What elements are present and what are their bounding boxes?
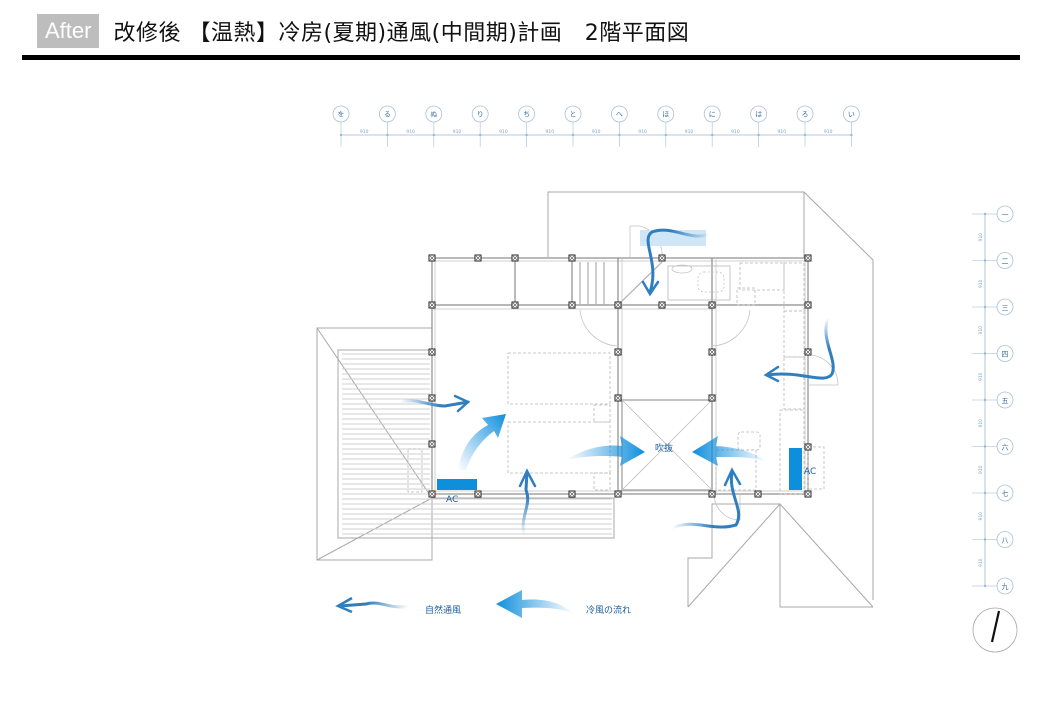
ac-label-right: AC bbox=[804, 467, 816, 477]
grid-bubble-col bbox=[703, 105, 721, 123]
title-rule bbox=[22, 55, 1020, 60]
grid-label-row: 八 bbox=[1002, 537, 1009, 545]
legend: 自然通風 冷風の流れ bbox=[335, 590, 631, 618]
natural-ventilation-arrows bbox=[398, 228, 835, 537]
legend-natural-label: 自然通風 bbox=[425, 604, 461, 616]
grid-span-label: 910 bbox=[978, 279, 984, 288]
roof-outlines bbox=[316, 191, 874, 608]
grid-label-col: ち bbox=[523, 111, 530, 119]
grid-label-col: い bbox=[848, 111, 855, 119]
grid-label-row: 六 bbox=[1002, 443, 1009, 452]
grid-bubble-row bbox=[996, 577, 1014, 595]
grid-bubble-row bbox=[996, 298, 1014, 316]
grid-label-col: と bbox=[570, 111, 577, 119]
grid-label-row: 二 bbox=[1002, 258, 1009, 266]
grid-label-col: を bbox=[338, 111, 345, 119]
nat-arrow-north bbox=[646, 228, 708, 294]
nat-arrow-south-center bbox=[521, 470, 530, 537]
grid-label-row: 三 bbox=[1002, 304, 1009, 312]
grid-span-label: 910 bbox=[978, 465, 984, 474]
furniture bbox=[407, 262, 825, 495]
grid-span-label: 910 bbox=[546, 129, 555, 135]
column-grid: を 910 る 910 ぬ 910 り 910 ち 910 と 910 へ 910 ほ 910 に 910 は 910… bbox=[332, 105, 860, 147]
grid-bubble-row bbox=[996, 438, 1014, 455]
cool-air-arrows bbox=[458, 414, 768, 470]
grid-bubble-col bbox=[564, 105, 582, 123]
ac-label-left: AC bbox=[446, 495, 458, 505]
grid-span-label: 910 bbox=[453, 129, 462, 135]
nat-arrow-east bbox=[766, 316, 835, 380]
grid-label-col: ほ bbox=[662, 111, 669, 119]
row-grid: 一 910 二 910 三 910 四 910 五 910 六 910 七 910 八 910 九 bbox=[972, 205, 1014, 595]
grid-label-col: り bbox=[477, 111, 484, 119]
grid-bubble-col bbox=[611, 105, 628, 123]
grid-span-label: 910 bbox=[499, 129, 508, 135]
grid-label-row: 五 bbox=[1002, 397, 1009, 405]
grid-span-label: 910 bbox=[978, 558, 984, 567]
grid-bubble-col bbox=[378, 105, 396, 123]
grid-label-row: 七 bbox=[1002, 489, 1009, 498]
cool-arrow-ac-left bbox=[458, 414, 506, 470]
grid-label-col: ろ bbox=[802, 111, 809, 119]
atrium-label: 吹抜 bbox=[655, 442, 673, 454]
grid-label-row: 一 bbox=[1002, 211, 1009, 219]
grid-bubble-col bbox=[657, 105, 675, 123]
grid-span-label: 910 bbox=[978, 419, 984, 428]
grid-bubble-col bbox=[471, 105, 489, 123]
grid-span-label: 910 bbox=[778, 129, 787, 135]
grid-bubble-row bbox=[996, 531, 1014, 548]
ac-unit-left bbox=[437, 479, 477, 490]
grid-label-col: る bbox=[384, 111, 391, 119]
legend-cool-arrow bbox=[496, 590, 574, 618]
grid-span-label: 910 bbox=[978, 512, 984, 521]
page-title: 改修後 【温熱】冷房(夏期)通風(中間期)計画 2階平面図 bbox=[113, 21, 690, 46]
grid-span-label: 910 bbox=[592, 129, 601, 135]
after-badge: After bbox=[37, 14, 100, 48]
legend-natural-arrow bbox=[338, 601, 410, 609]
grid-label-col: ぬ bbox=[430, 111, 437, 119]
grid-bubble-col bbox=[332, 105, 350, 123]
north-compass bbox=[972, 607, 1018, 653]
grid-bubble-col bbox=[750, 105, 767, 123]
grid-span-label: 910 bbox=[824, 129, 833, 135]
grid-label-col: は bbox=[755, 111, 762, 119]
cool-arrow-to-atrium-right bbox=[566, 436, 645, 466]
grid-bubble-col bbox=[425, 105, 443, 123]
grid-bubble-row bbox=[996, 252, 1014, 269]
grid-bubble-col bbox=[796, 105, 814, 123]
grid-label-col: へ bbox=[616, 111, 623, 119]
grid-span-label: 910 bbox=[638, 129, 647, 135]
grid-span-label: 910 bbox=[731, 129, 740, 135]
roof-left bbox=[316, 327, 433, 561]
balcony-decking bbox=[337, 349, 615, 539]
grid-label-row: 四 bbox=[1002, 351, 1009, 359]
grid-span-label: 910 bbox=[978, 372, 984, 381]
grid-bubble-row bbox=[996, 345, 1014, 362]
cool-arrow-to-atrium-left bbox=[692, 436, 768, 466]
grid-bubble-row bbox=[996, 484, 1014, 502]
grid-bubble-row bbox=[996, 205, 1014, 223]
nat-arrow-west bbox=[398, 399, 470, 408]
grid-span-label: 910 bbox=[360, 129, 369, 135]
grid-label-row: 九 bbox=[1002, 582, 1009, 591]
grid-bubble-row bbox=[996, 391, 1014, 409]
page-header: After 改修後 【温熱】冷房(夏期)通風(中間期)計画 2階平面図 bbox=[37, 14, 689, 48]
nat-arrow-south-east bbox=[670, 470, 741, 530]
grid-bubble-col bbox=[518, 105, 535, 123]
grid-span-label: 910 bbox=[406, 129, 415, 135]
grid-span-label: 910 bbox=[978, 233, 984, 242]
grid-span-label: 910 bbox=[685, 129, 694, 135]
legend-cool-label: 冷風の流れ bbox=[586, 604, 631, 616]
ac-unit-right bbox=[789, 448, 802, 490]
north-needle-icon bbox=[990, 610, 1001, 643]
grid-label-col: に bbox=[709, 111, 716, 119]
grid-span-label: 910 bbox=[978, 326, 984, 335]
grid-bubble-col bbox=[843, 105, 860, 123]
structural-posts bbox=[428, 254, 812, 498]
